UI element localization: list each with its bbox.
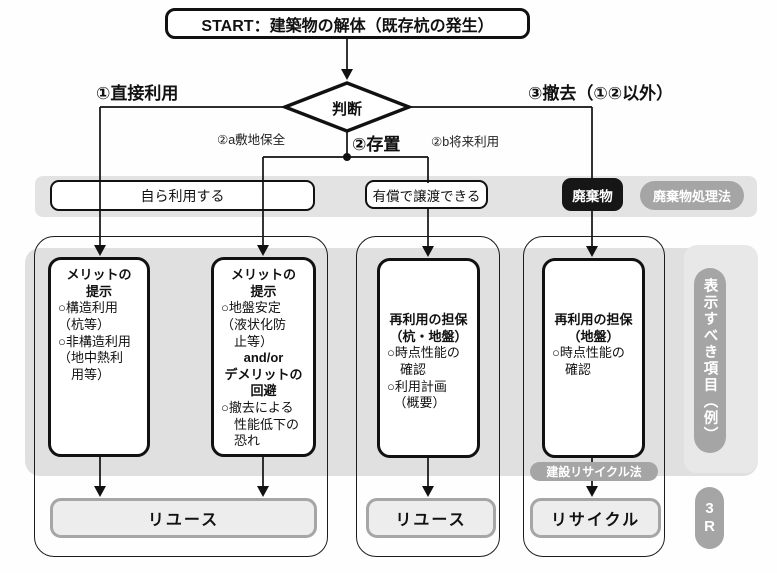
- branch-3-removal-label: ③撤去（①②以外）: [528, 84, 674, 103]
- junction-dot: [343, 153, 351, 161]
- waste-disposal-law-label: 廃棄物処理法: [652, 189, 731, 204]
- removal-container: [523, 236, 665, 557]
- display-items-label: 表示すべき項目（例）: [701, 278, 718, 443]
- start-node: START：建築物の解体（既存杭の発生）: [165, 8, 530, 39]
- display-items-vertical-badge: 表示すべき項目（例）: [694, 268, 726, 453]
- waste-disposal-law-badge: 廃棄物処理法: [640, 181, 744, 210]
- reuse-outcome-left: リユース: [50, 498, 317, 538]
- reuse-guarantee-pile-ground-box: 再利用の担保 （杭・地盤） ○時点性能の 確認 ○利用計画 （概要）: [377, 258, 480, 458]
- branch-2-leave-label: ②存置: [352, 135, 401, 154]
- self-use-node: 自ら利用する: [50, 180, 315, 211]
- branch-2b-future-use-label: ②b将来利用: [431, 135, 500, 149]
- construction-recycle-law-badge: 建設リサイクル法: [530, 462, 658, 481]
- waste-node: 廃棄物: [562, 178, 623, 211]
- reuse-guarantee-ground-box: 再利用の担保 （地盤） ○時点性能の 確認: [542, 258, 645, 458]
- waste-label: 廃棄物: [572, 188, 613, 204]
- self-use-label: 自ら利用する: [140, 187, 225, 204]
- three-r-badge: 3R: [695, 487, 724, 549]
- construction-recycle-law-label: 建設リサイクル法: [546, 465, 642, 479]
- paid-transfer-node: 有償で譲渡できる: [365, 180, 488, 209]
- direct-use-container: [34, 236, 328, 557]
- start-label: START：建築物の解体（既存杭の発生）: [201, 17, 494, 35]
- merit-structural-box: メリットの 提示 ○構造利用 （杭等） ○非構造利用 （地中熱利 用等）: [48, 257, 150, 457]
- branch-1-direct-use-label: ①直接利用: [96, 84, 179, 103]
- branch-2a-site-keep-label: ②a敷地保全: [217, 133, 286, 147]
- reuse-outcome-middle: リユース: [366, 498, 496, 538]
- three-r-label: 3R: [701, 500, 718, 536]
- decision-label: 判断: [331, 101, 362, 118]
- recycle-outcome: リサイクル: [530, 498, 661, 538]
- and-or-connector: and/or: [243, 350, 284, 366]
- merit-demerit-box: メリットの 提示 ○地盤安定 （液状化防 止等） and/or デメリットの 回…: [211, 257, 316, 457]
- paid-transfer-label: 有償で譲渡できる: [372, 188, 481, 204]
